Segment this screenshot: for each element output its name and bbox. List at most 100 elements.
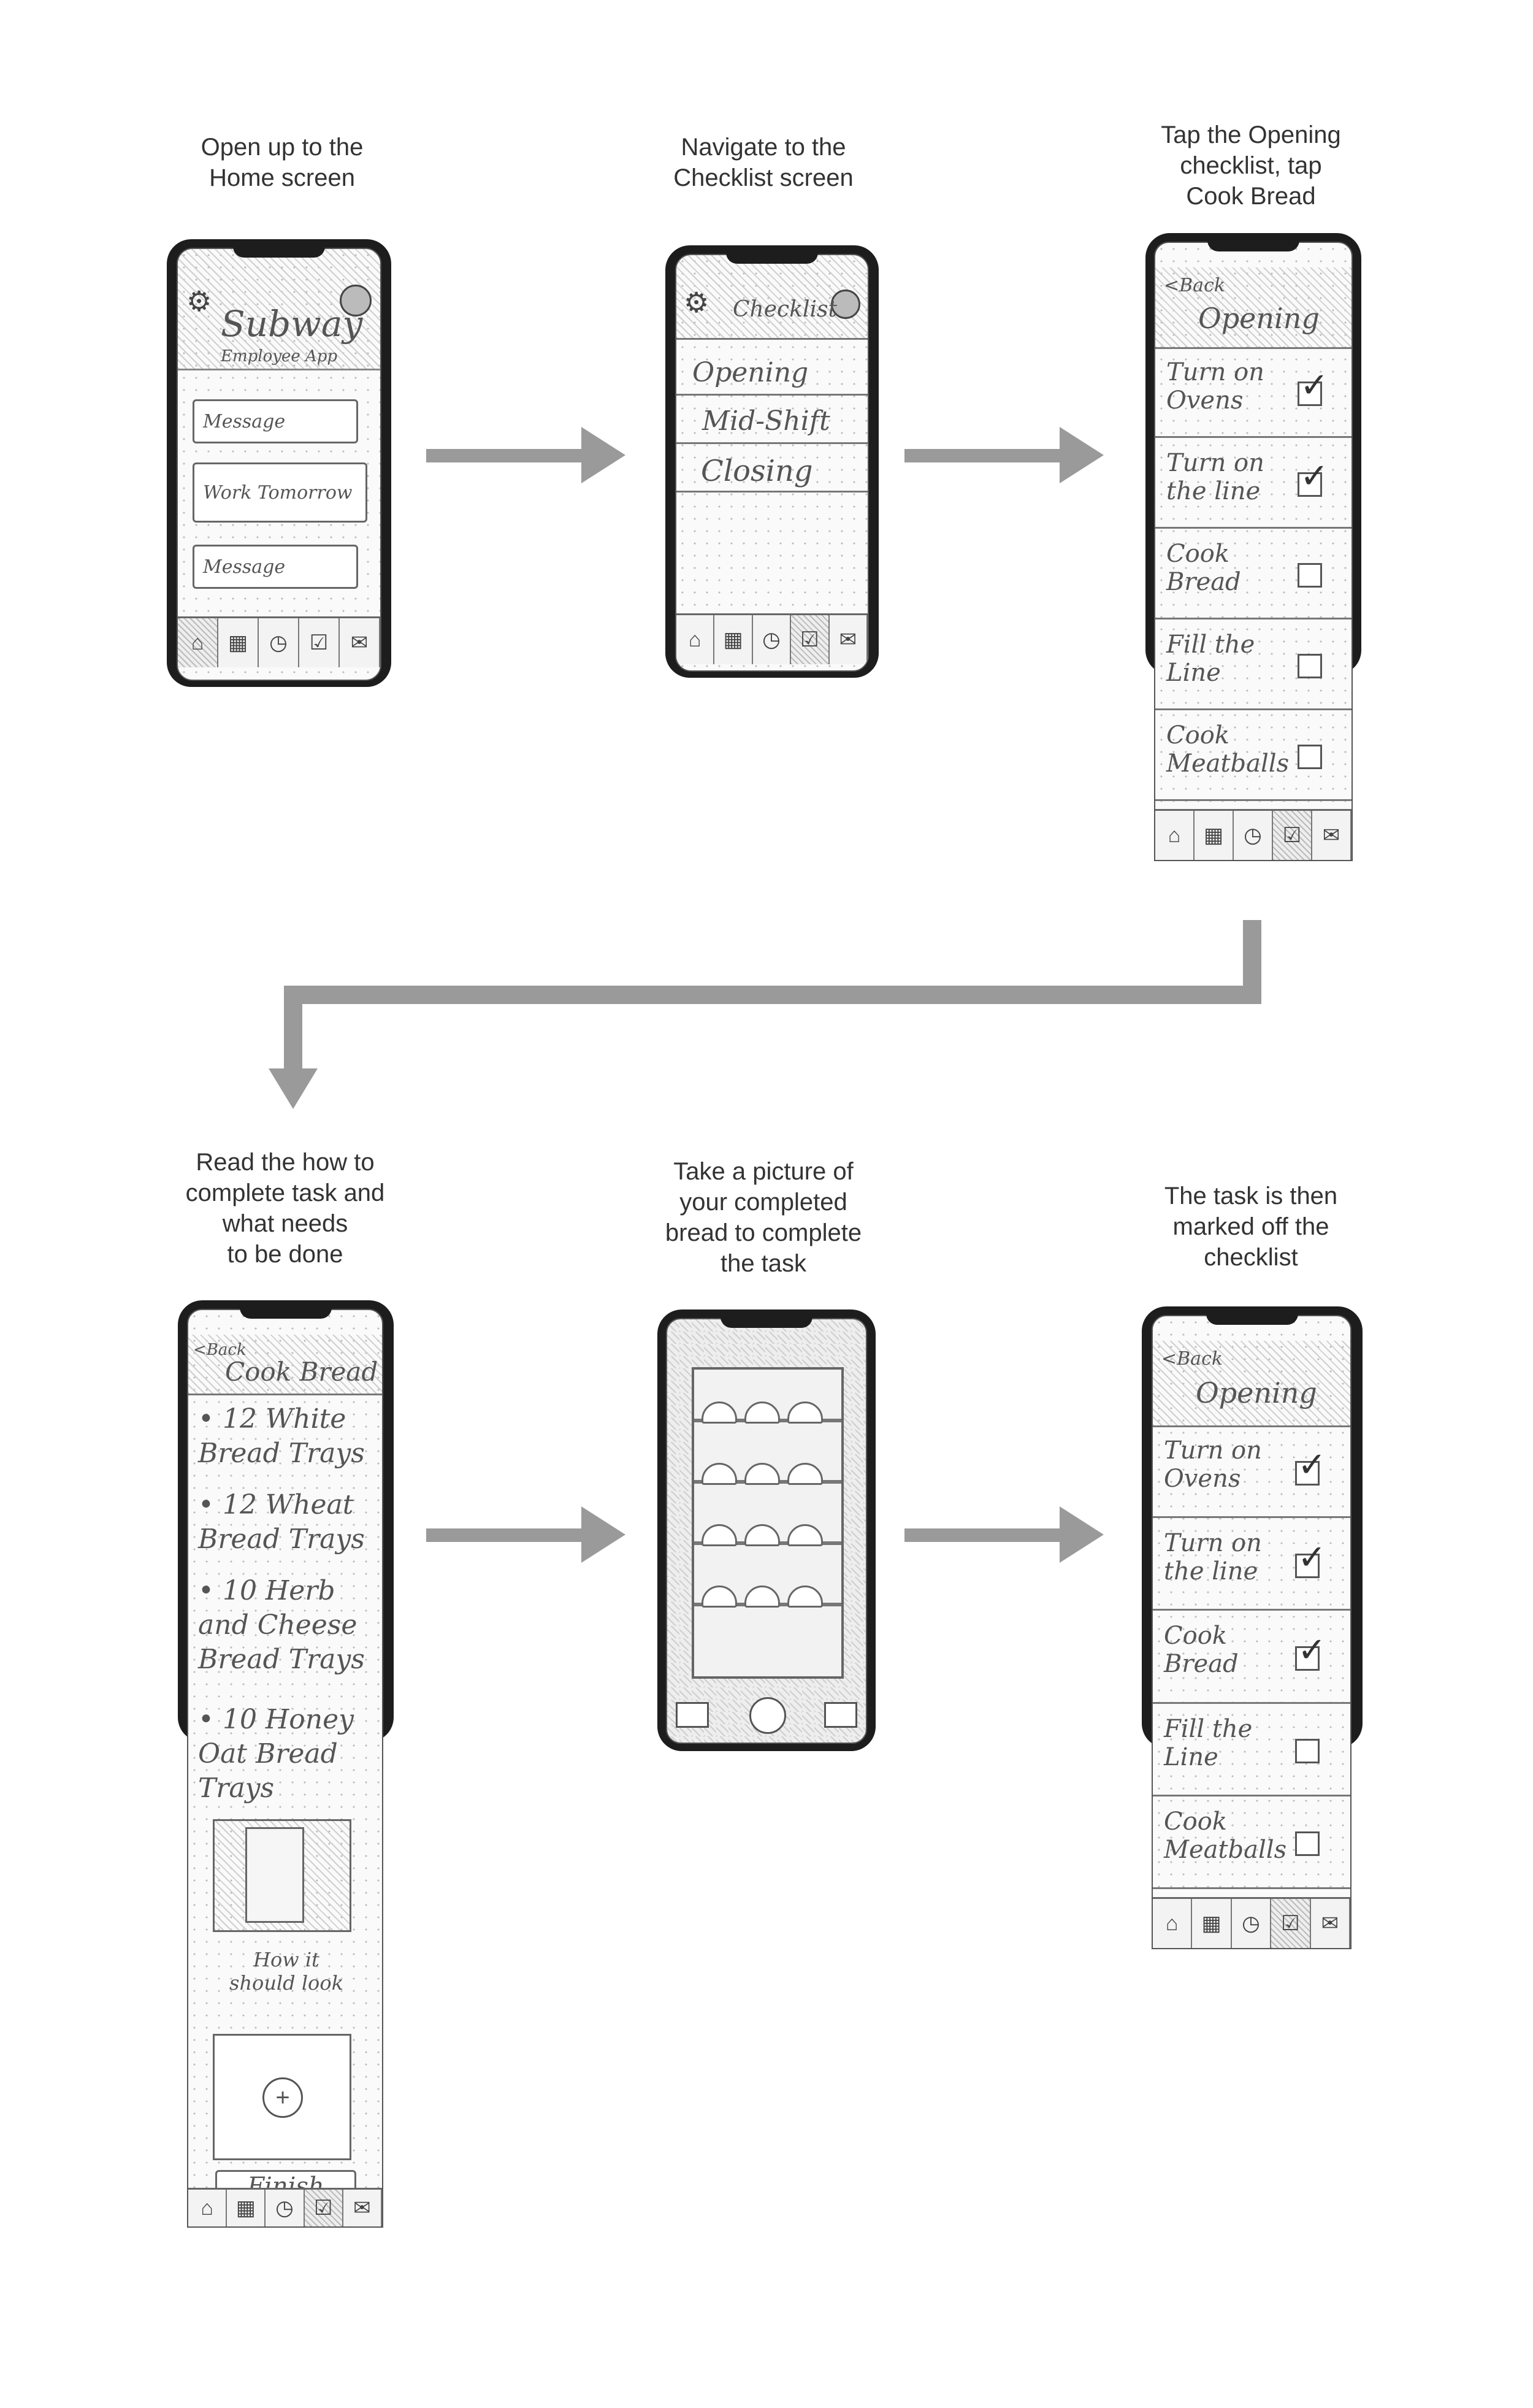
task-label: Fill the Line <box>1166 631 1255 687</box>
app-title: Subway <box>221 303 363 345</box>
clock-icon[interactable]: ◷ <box>1234 811 1273 860</box>
switch-camera-button[interactable] <box>824 1702 857 1728</box>
task-checkbox[interactable] <box>1298 745 1322 769</box>
camera-screen <box>666 1318 867 1744</box>
caption-step-2: Navigate to the Checklist screen <box>673 134 854 191</box>
task-checkbox[interactable] <box>1295 1460 1320 1486</box>
mail-icon[interactable]: ✉ <box>343 2190 382 2226</box>
task-label: Cook Meatballs <box>1166 721 1290 778</box>
task-row[interactable]: Fill the Line <box>1155 619 1351 710</box>
task-checkbox[interactable] <box>1298 563 1322 588</box>
task-row[interactable]: Turn on the line ✓ <box>1153 1518 1350 1611</box>
task-row[interactable]: Cook Bread <box>1155 529 1351 619</box>
task-row[interactable]: Turn on Ovens✓ <box>1155 347 1351 438</box>
calendar-icon[interactable]: ▦ <box>1192 1899 1232 1948</box>
avatar[interactable] <box>831 289 860 319</box>
mail-icon[interactable]: ✉ <box>1311 1899 1350 1948</box>
task-row[interactable]: Turn on the line✓ <box>1155 438 1351 529</box>
home-icon[interactable]: ⌂ <box>1155 811 1195 860</box>
mail-icon[interactable]: ✉ <box>340 618 380 667</box>
checklist-icon[interactable]: ☑ <box>299 618 340 667</box>
back-link[interactable]: <Back <box>1161 1348 1223 1370</box>
back-link[interactable]: <Back <box>1164 275 1226 296</box>
task-checkbox[interactable] <box>1295 1646 1320 1671</box>
photo-upload-area[interactable]: + <box>213 2034 351 2160</box>
add-photo-icon[interactable]: + <box>262 2077 303 2118</box>
checklist-icon[interactable]: ☑ <box>304 2190 343 2226</box>
gallery-button[interactable] <box>676 1702 709 1728</box>
checklist-icon[interactable]: ☑ <box>1273 811 1312 860</box>
task-label: Cook Bread <box>1166 540 1241 596</box>
checklist-icon[interactable]: ☑ <box>791 615 830 664</box>
example-bread-image <box>213 1819 351 1932</box>
page-title: Cook Bread <box>225 1357 378 1387</box>
task-list: Turn on Ovens✓ Turn on the line ✓ Cook Brea… <box>1153 1425 1350 1889</box>
task-row[interactable]: Cook Meatballs <box>1153 1796 1350 1889</box>
task-label: Cook Bread <box>1164 1622 1239 1679</box>
mail-icon[interactable]: ✉ <box>830 615 868 664</box>
caption-step-3: Tap the Opening checklist, tap Cook Brea… <box>1161 121 1341 210</box>
calendar-icon[interactable]: ▦ <box>227 2190 266 2226</box>
home-screen: ⚙ Subway Employee App Message Work Tomor… <box>177 248 381 681</box>
message-button-2[interactable]: Message <box>193 545 358 589</box>
tab-bar: ⌂ ▦ ◷ ☑ ✉ <box>1153 1897 1350 1948</box>
task-checkbox[interactable] <box>1298 654 1322 678</box>
checklist-item-mid-shift[interactable]: Mid-Shift <box>676 396 868 444</box>
task-checkbox[interactable] <box>1295 1831 1320 1857</box>
gear-icon[interactable]: ⚙ <box>186 285 212 317</box>
task-checkbox[interactable] <box>1295 1739 1320 1764</box>
work-tomorrow-button[interactable]: Work Tomorrow <box>193 462 367 523</box>
flow-connector-arrow <box>269 920 1261 1109</box>
list-item: • 10 Honey Oat Bread Trays <box>198 1704 354 1804</box>
task-label: Turn on Ovens <box>1166 358 1264 415</box>
task-row[interactable]: Cook Bread✓ <box>1153 1611 1350 1704</box>
calendar-icon[interactable]: ▦ <box>218 618 259 667</box>
task-row[interactable]: Fill the Line <box>1153 1704 1350 1796</box>
flow-arrow-4 <box>426 1506 625 1563</box>
task-label: Fill the Line <box>1164 1714 1253 1771</box>
clock-icon[interactable]: ◷ <box>266 2190 305 2226</box>
message-button[interactable]: Message <box>193 399 358 443</box>
clock-icon[interactable]: ◷ <box>259 618 299 667</box>
task-checkbox[interactable] <box>1298 472 1322 497</box>
checkmark-icon: ✓ <box>1298 1537 1326 1576</box>
list-item: • 12 White Bread Trays <box>198 1403 365 1469</box>
calendar-icon[interactable]: ▦ <box>714 615 753 664</box>
tab-bar: ⌂ ▦ ◷ ☑ ✉ <box>676 613 868 664</box>
opening-header <box>1155 267 1351 349</box>
back-link[interactable]: <Back <box>193 1341 247 1359</box>
shutter-button[interactable] <box>749 1697 786 1734</box>
task-label: Cook Meatballs <box>1164 1807 1287 1864</box>
mail-icon[interactable]: ✉ <box>1312 811 1351 860</box>
caption-step-4: Read the how to complete task and what n… <box>185 1149 385 1268</box>
task-checkbox[interactable] <box>1295 1553 1320 1578</box>
home-icon[interactable]: ⌂ <box>188 2190 227 2226</box>
checklist-icon[interactable]: ☑ <box>1271 1899 1311 1948</box>
task-label: Turn on the line <box>1164 1529 1262 1586</box>
calendar-icon[interactable]: ▦ <box>1195 811 1234 860</box>
task-row[interactable]: Cook Meatballs <box>1155 710 1351 801</box>
home-icon[interactable]: ⌂ <box>676 615 715 664</box>
home-icon[interactable]: ⌂ <box>178 618 218 667</box>
flow-arrow-1 <box>426 427 625 483</box>
opening-done-screen: <Back Opening Turn on Ovens✓Turn on the … <box>1152 1315 1351 1949</box>
home-icon[interactable]: ⌂ <box>1153 1899 1193 1948</box>
clock-icon[interactable]: ◷ <box>753 615 792 664</box>
task-row[interactable]: Turn on Ovens✓ <box>1153 1425 1350 1519</box>
checkmark-icon: ✓ <box>1300 456 1329 495</box>
clock-icon[interactable]: ◷ <box>1232 1899 1272 1948</box>
cook-bread-header <box>188 1335 382 1395</box>
checklist-item-opening[interactable]: Opening <box>676 347 868 396</box>
opening-screen: <Back Opening Turn on Ovens✓Turn on the … <box>1154 242 1353 861</box>
phone-checklist: ⚙ Checklist Opening Mid-Shift Closing ⌂ … <box>665 245 879 678</box>
task-checkbox[interactable] <box>1298 382 1322 406</box>
phone-camera <box>657 1309 876 1751</box>
gear-icon[interactable]: ⚙ <box>684 286 709 318</box>
list-item: • 12 Wheat Bread Trays <box>198 1489 365 1555</box>
phone-home: ⚙ Subway Employee App Message Work Tomor… <box>167 239 391 687</box>
page-title: Opening <box>1196 1376 1317 1409</box>
checklist-item-closing[interactable]: Closing <box>676 444 868 493</box>
task-label: Turn on Ovens <box>1164 1436 1262 1493</box>
avatar[interactable] <box>340 285 372 316</box>
list-item: • 10 Herb and Cheese Bread Trays <box>198 1575 365 1675</box>
